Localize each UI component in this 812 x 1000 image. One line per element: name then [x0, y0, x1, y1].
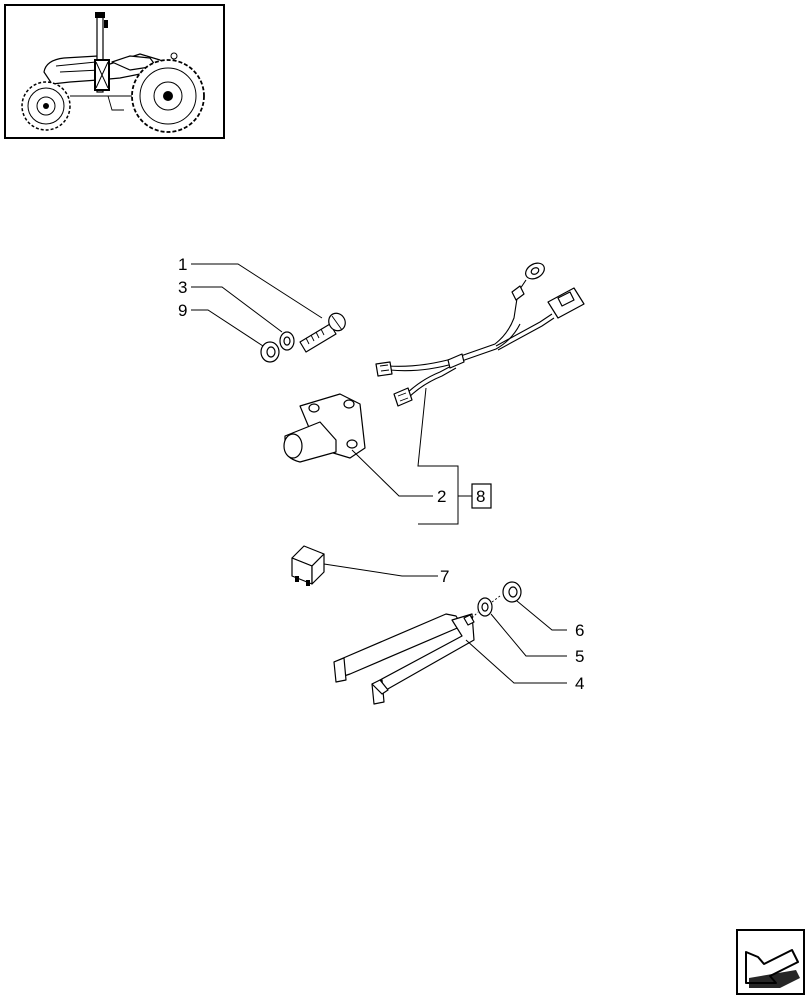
tractor-thumbnail-icon	[4, 4, 225, 139]
socket-part	[283, 393, 366, 463]
callout-2: 2	[437, 487, 446, 506]
washer-part-3	[279, 331, 295, 351]
callout-4: 4	[575, 674, 584, 693]
next-page-arrow-icon[interactable]	[736, 929, 805, 995]
bracket-part	[333, 613, 475, 705]
leader-lines	[191, 263, 567, 684]
callout-8: 8	[476, 487, 485, 506]
bolt-part	[299, 312, 346, 353]
callout-1: 1	[178, 255, 187, 274]
nut-part-6	[502, 581, 522, 603]
callout-6: 6	[575, 621, 584, 640]
washer-part-5	[477, 597, 493, 617]
cable-harness-part	[375, 262, 585, 407]
callout-5: 5	[575, 647, 584, 666]
nut-part-9	[260, 341, 280, 363]
callout-8-box	[471, 483, 492, 509]
callout-7: 7	[440, 567, 449, 586]
callout-9: 9	[178, 301, 187, 320]
relay-part	[291, 545, 325, 586]
callout-3: 3	[178, 278, 187, 297]
